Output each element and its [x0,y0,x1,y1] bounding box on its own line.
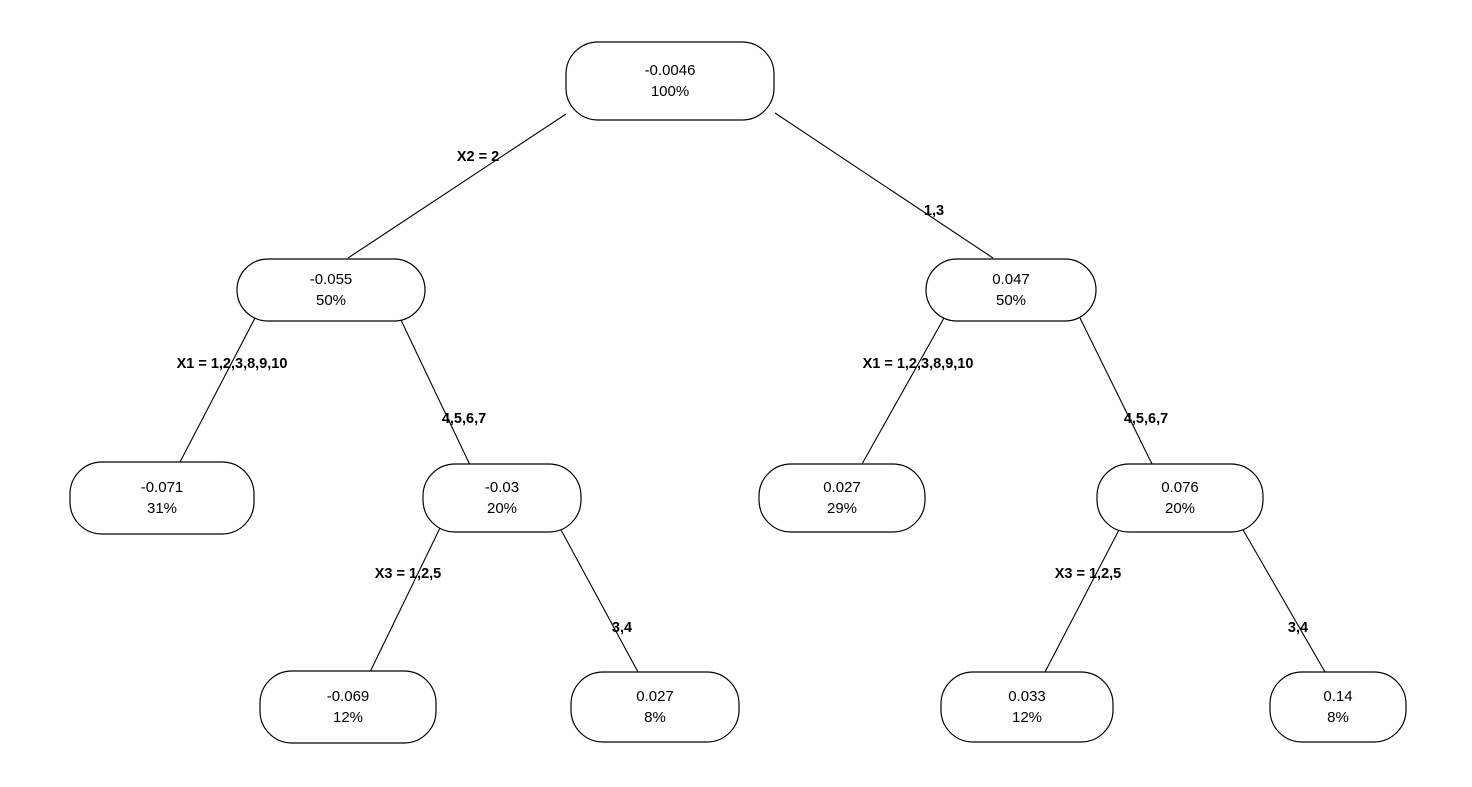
edge-label: 3,4 [612,620,632,636]
tree-node: 0.033 12% [940,671,1114,743]
edge-label: X2 = 2 [457,149,499,165]
tree-edge [774,112,994,259]
edge-label: 1,3 [924,203,944,219]
node-value: 0.033 [1008,688,1046,705]
node-value: -0.069 [327,688,370,705]
node-box [758,463,926,533]
node-value: 0.047 [992,271,1030,288]
tree-edge [399,317,471,466]
node-percent: 50% [316,292,346,309]
tree-edge [369,527,441,673]
tree-edge [1044,527,1121,673]
tree-node: -0.071 31% [69,461,255,535]
node-value: -0.071 [141,479,184,496]
edge-label: X3 = 1,2,5 [375,566,442,582]
tree-node: 0.027 8% [570,671,740,743]
node-box [570,671,740,743]
node-percent: 8% [644,709,666,726]
node-value: 0.076 [1161,479,1199,496]
edge-label: X1 = 1,2,3,8,9,10 [177,356,288,372]
node-percent: 50% [996,292,1026,309]
node-box [236,258,426,322]
tree-node: -0.069 12% [259,670,437,744]
node-value: -0.03 [485,479,519,496]
tree-node: -0.055 50% [236,258,426,322]
tree-node: 0.14 8% [1269,671,1407,743]
tree-edge [1079,317,1153,465]
nodes-layer: -0.0046100%-0.05550%0.04750%-0.07131%-0.… [69,41,1407,744]
node-value: 0.14 [1323,688,1352,705]
node-value: -0.055 [310,271,353,288]
tree-edge [559,527,639,673]
node-box [565,41,775,121]
edge-label: 3,4 [1288,620,1308,636]
tree-edge [179,317,256,463]
tree-edge [861,317,945,465]
tree-node: -0.0046 100% [565,41,775,121]
tree-node: 0.047 50% [925,258,1097,322]
edge-label: X3 = 1,2,5 [1055,566,1122,582]
node-percent: 100% [651,83,689,100]
node-percent: 20% [1165,500,1195,517]
node-percent: 12% [333,709,363,726]
tree-edge [347,113,567,259]
node-value: 0.027 [823,479,861,496]
tree-node: 0.027 29% [758,463,926,533]
node-percent: 29% [827,500,857,517]
node-box [422,463,582,533]
node-percent: 12% [1012,709,1042,726]
edge-label: X1 = 1,2,3,8,9,10 [863,356,974,372]
node-box [69,461,255,535]
node-percent: 31% [147,500,177,517]
node-box [940,671,1114,743]
node-box [259,670,437,744]
edges-layer [179,112,1326,673]
tree-node: 0.076 20% [1096,463,1264,533]
node-percent: 8% [1327,709,1349,726]
node-box [1269,671,1407,743]
edge-label: 4,5,6,7 [442,411,486,427]
node-value: -0.0046 [645,62,696,79]
edge-label: 4,5,6,7 [1124,411,1168,427]
node-box [1096,463,1264,533]
tree-node: -0.03 20% [422,463,582,533]
node-percent: 20% [487,500,517,517]
node-value: 0.027 [636,688,674,705]
node-box [925,258,1097,322]
edge-labels-layer: X2 = 2 1,3 X1 = 1,2,3,8,9,10 4,5,6,7 X1 = 1,… [177,149,1309,636]
tree-edge [1241,527,1326,673]
